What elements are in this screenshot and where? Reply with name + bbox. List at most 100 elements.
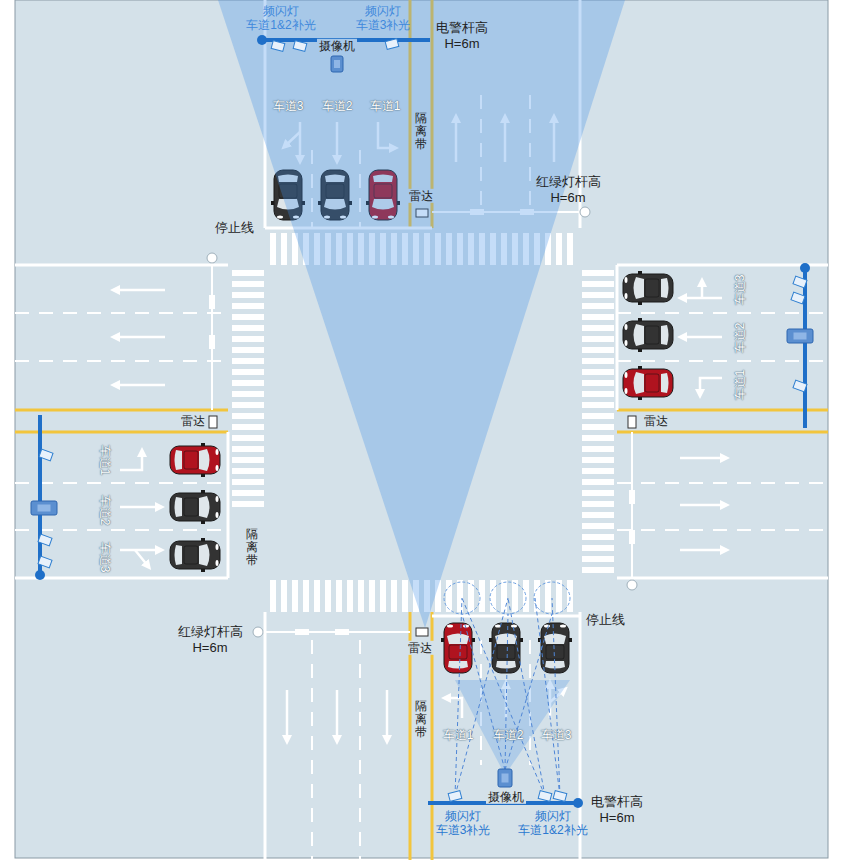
car-body xyxy=(623,321,673,349)
crosswalk-stripe xyxy=(582,292,614,298)
car-rear-window xyxy=(496,661,516,669)
crosswalk-stripe xyxy=(556,580,562,612)
lane-arrow xyxy=(115,384,165,387)
lane-arrow xyxy=(115,289,165,292)
flash-beam xyxy=(455,598,462,796)
lane-divider xyxy=(617,529,828,531)
median-label: 隔离带 xyxy=(244,528,260,568)
crosswalk-stripe xyxy=(457,580,463,612)
camera-icon xyxy=(787,329,813,343)
lane-arrow xyxy=(286,690,289,740)
lane-arrow xyxy=(120,506,160,509)
median-line xyxy=(15,409,228,412)
crosswalk-stripe xyxy=(380,580,386,612)
camera-icon xyxy=(331,56,343,72)
flash-beam xyxy=(455,598,508,796)
car-roof xyxy=(184,546,198,564)
radar xyxy=(209,416,217,428)
crosswalk-stripe xyxy=(402,580,408,612)
camera-view-cone xyxy=(218,0,625,628)
crosswalk-stripe xyxy=(232,347,264,353)
crosswalk-stripe xyxy=(314,580,320,612)
crosswalk-stripe xyxy=(523,580,529,612)
crosswalk-stripe xyxy=(501,580,507,612)
crosswalk-stripe xyxy=(292,580,298,612)
crosswalk-stripe xyxy=(582,457,614,463)
crosswalk-stripe xyxy=(369,580,375,612)
car-windshield xyxy=(199,544,210,566)
signal-pole-arm xyxy=(631,432,633,585)
flash-beam xyxy=(505,614,552,770)
lane-arrow xyxy=(680,457,725,460)
crosswalk-stripe xyxy=(582,501,614,507)
crosswalk-stripe xyxy=(232,270,264,276)
camera-view-cone xyxy=(455,680,570,775)
crosswalk-stripe xyxy=(582,369,614,375)
car-headlight xyxy=(216,544,219,550)
crosswalk-stripe xyxy=(582,391,614,397)
lane-arrow xyxy=(682,336,722,339)
crosswalk-stripe xyxy=(232,446,264,452)
car-windshield xyxy=(447,634,469,645)
crosswalk-stripe xyxy=(347,580,353,612)
median-line xyxy=(15,431,228,434)
car xyxy=(170,538,220,572)
car-headlight xyxy=(216,449,219,455)
flash-light xyxy=(793,276,807,288)
lane-arrow xyxy=(336,690,339,740)
car-roof xyxy=(449,645,467,659)
crosswalk-stripe xyxy=(232,402,264,408)
car-headlight xyxy=(277,216,283,219)
car-body xyxy=(623,274,673,302)
car-roof xyxy=(645,374,659,392)
radar-label: 雷达 xyxy=(407,189,435,203)
lane-label: 车道1 xyxy=(98,445,112,476)
car-rear-window xyxy=(661,325,669,345)
car-windshield xyxy=(544,634,566,645)
road-edge xyxy=(579,612,582,860)
camera-label: 摄像机 xyxy=(317,39,357,53)
crosswalk-stripe xyxy=(232,358,264,364)
flash-light xyxy=(38,534,52,546)
lane-label: 车道2 xyxy=(98,495,112,526)
crosswalk-stripe xyxy=(232,369,264,375)
camera-pole xyxy=(803,268,807,428)
stop-line xyxy=(227,432,230,578)
car-windshield xyxy=(634,277,645,299)
crosswalk-stripe xyxy=(582,468,614,474)
lane-arrow xyxy=(701,282,704,298)
camera-icon xyxy=(31,501,57,515)
crosswalk-stripe xyxy=(232,501,264,507)
crosswalk-stripe xyxy=(232,314,264,320)
lane-arrow xyxy=(120,452,142,470)
camera-pole-base xyxy=(800,263,810,273)
pole-height-label: 电警杆高 H=6m xyxy=(591,794,643,825)
car-headlight xyxy=(447,625,453,628)
signal-head xyxy=(335,629,349,635)
car-roof xyxy=(497,645,515,659)
stop-line-label: 停止线 xyxy=(586,612,625,628)
flash-light xyxy=(791,292,805,304)
lane-arrow xyxy=(120,549,160,552)
crosswalk-stripe xyxy=(281,580,287,612)
car xyxy=(170,490,220,524)
flash-label: 频闪灯 车道3补光 xyxy=(436,809,491,838)
crosswalk-stripe xyxy=(582,347,614,353)
camera-pole-base xyxy=(35,570,45,580)
crosswalk-stripe xyxy=(232,336,264,342)
flash-light xyxy=(38,556,52,568)
lane-arrow xyxy=(680,549,725,552)
crosswalk-stripe xyxy=(582,490,614,496)
car-roof xyxy=(546,645,564,659)
flash-light xyxy=(39,449,53,461)
camera-lens xyxy=(794,333,807,340)
car-headlight xyxy=(216,512,219,518)
car xyxy=(623,366,673,400)
lane-divider xyxy=(15,482,228,484)
crosswalk-stripe xyxy=(479,580,485,612)
camera-pole-base xyxy=(257,35,267,45)
car-headlight xyxy=(560,625,566,628)
car-headlight xyxy=(625,324,628,330)
radar-label: 雷达 xyxy=(179,414,207,428)
camera-pole-base xyxy=(573,798,583,808)
